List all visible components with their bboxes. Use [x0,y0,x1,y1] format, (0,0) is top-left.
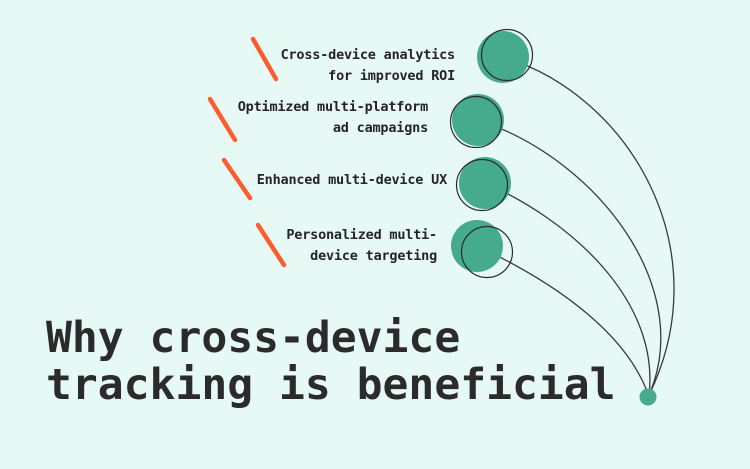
benefit-line: Personalized multi- [286,227,437,243]
benefit-line: Enhanced multi-device UX [256,172,447,188]
circle-icon [451,220,503,272]
benefit-line: device targeting [310,248,437,264]
benefit-item-analytics: Cross-device analytics for improved ROI [280,45,456,87]
focus-dot-icon [639,388,657,406]
circle-icon [452,94,504,146]
title-line-2: tracking is beneficial [46,360,616,410]
benefit-line: ad campaigns [332,120,428,136]
slash-icon [207,96,238,143]
title-line-1: Why cross-device [46,313,461,363]
benefit-line: Cross-device analytics [280,47,456,63]
circle-outline-icon [480,28,534,82]
connector-curves [476,56,675,396]
page-title: Why cross-device tracking is beneficial [46,315,616,409]
connector-curve [477,119,662,396]
benefit-item-ux: Enhanced multi-device UX [257,170,447,191]
benefit-item-campaigns: Optimized multi-platform ad campaigns [238,97,428,139]
circle-icon [459,157,511,209]
connector-curve [484,182,651,396]
benefit-item-targeting: Personalized multi- device targeting [286,225,437,267]
node-circles [451,31,529,272]
slash-icon [250,36,279,82]
circle-outline-icon [449,95,503,149]
node-outlines [449,28,534,279]
slash-icon [255,222,287,268]
circle-icon [477,31,529,83]
benefit-line: Optimized multi-platform [237,99,428,115]
benefit-line: for improved ROI [328,68,455,84]
slash-icon-group [207,36,287,268]
connector-curve [502,56,675,396]
circle-outline-icon [460,225,514,279]
slash-icon [221,157,253,201]
circle-outline-icon [455,158,509,212]
connector-curve [476,245,649,395]
